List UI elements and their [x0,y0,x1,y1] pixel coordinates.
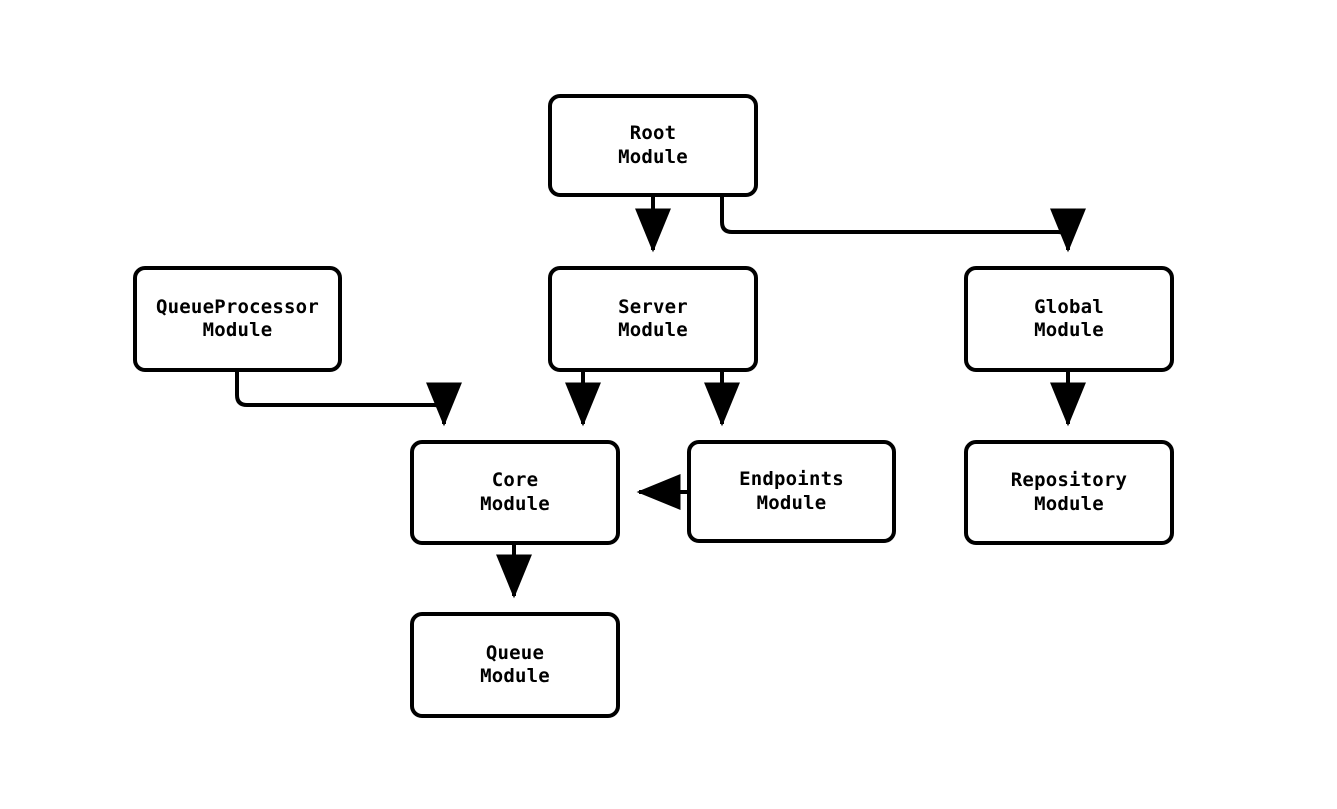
node-core-subtitle: Module [480,492,550,515]
node-queueprocessor-subtitle: Module [202,319,273,341]
node-root[interactable]: Root Module [548,94,758,197]
node-core-title: Core [491,469,539,492]
edge-root-global [720,197,1086,253]
node-repository[interactable]: Repository Module [964,440,1174,545]
node-root-title: Root [629,122,677,145]
node-global[interactable]: Global Module [964,266,1174,372]
edge-queueprocessor-core [235,372,462,427]
node-server-subtitle: Module [618,319,688,341]
node-queue[interactable]: Queue Module [410,612,620,718]
node-server[interactable]: Server Module [548,266,758,372]
node-queueprocessor-title: QueueProcessor [156,295,319,318]
node-global-subtitle: Module [1034,319,1104,341]
node-endpoints[interactable]: Endpoints Module [687,440,896,543]
node-root-subtitle: Module [618,145,688,168]
node-repository-subtitle: Module [1034,492,1104,515]
node-global-title: Global [1034,295,1104,318]
node-server-title: Server [618,295,688,318]
node-repository-title: Repository [1010,469,1128,492]
node-core[interactable]: Core Module [410,440,620,545]
node-queue-subtitle: Module [480,665,550,687]
node-endpoints-subtitle: Module [756,491,827,514]
node-queue-title: Queue [485,641,545,664]
node-queueprocessor[interactable]: QueueProcessor Module [133,266,342,372]
node-endpoints-title: Endpoints [739,468,844,491]
